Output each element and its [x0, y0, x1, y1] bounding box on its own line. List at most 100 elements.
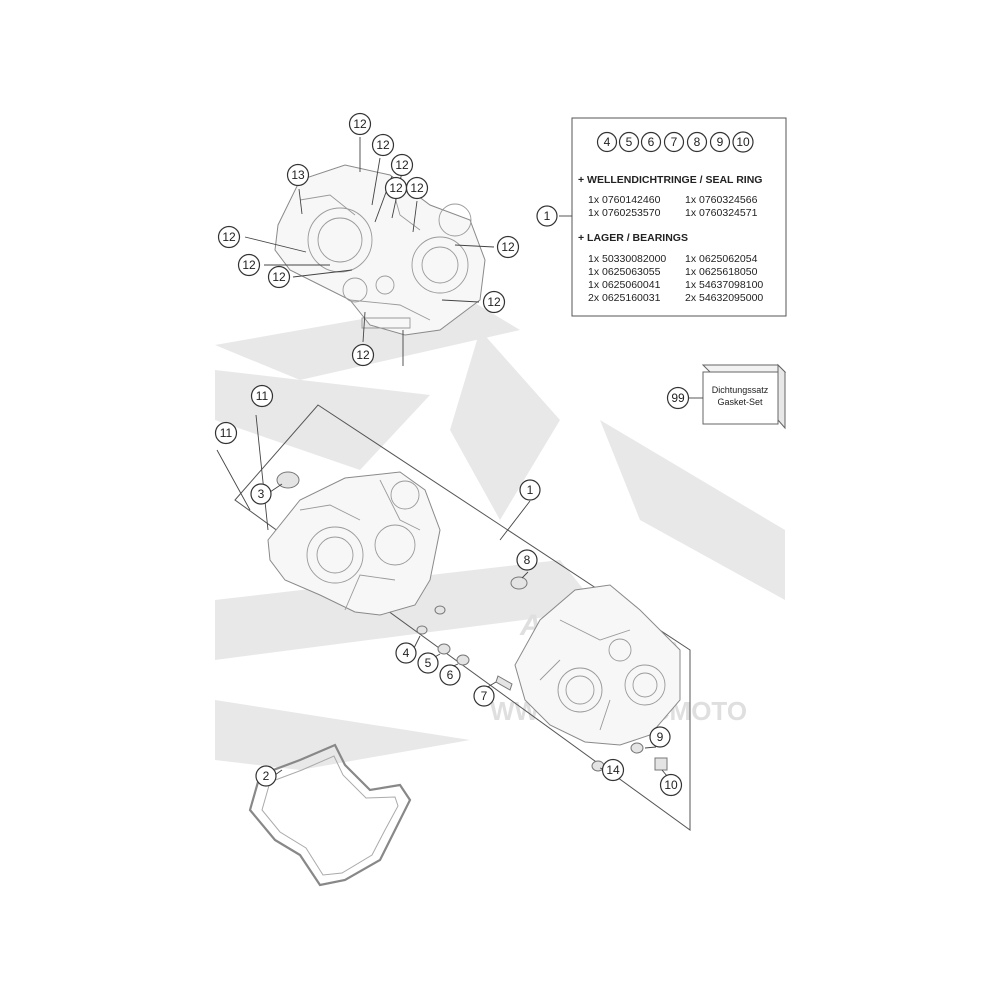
kit-callout-6: 6 — [640, 131, 662, 153]
callout-label: 11 — [256, 389, 269, 403]
callout-label: 12 — [272, 270, 286, 284]
dowel-11b — [216, 449, 251, 511]
callout-circle — [516, 549, 538, 571]
callout-c4: 4 — [395, 642, 417, 664]
seal-ring-3 — [276, 471, 300, 489]
svg-text:4: 4 — [604, 135, 611, 149]
callout-circle — [390, 153, 414, 177]
callout-circle — [351, 343, 375, 367]
callout-circle — [286, 163, 310, 187]
callout-label: 2 — [263, 769, 270, 783]
callout-label: 12 — [222, 230, 236, 244]
callout-c12i: 12 — [267, 265, 291, 289]
callout-c99: 99 — [666, 386, 690, 410]
callout-circle — [237, 253, 261, 277]
callout-c12f: 12 — [217, 225, 241, 249]
callout-circle — [371, 133, 395, 157]
svg-text:5: 5 — [626, 135, 633, 149]
seal-row-2-left: 1x 0760253570 — [588, 207, 661, 219]
svg-text:6: 6 — [648, 135, 655, 149]
callout-c12e: 12 — [405, 176, 429, 200]
watermark-swoosh-bottom — [215, 560, 600, 660]
callout-c2: 2 — [255, 765, 277, 787]
bearing-row-2-left: 1x 0625063055 — [588, 266, 661, 278]
callout-circle — [250, 483, 272, 505]
dowel-11a — [255, 414, 269, 531]
callout-c9: 9 — [649, 726, 671, 748]
callout-circle — [405, 176, 429, 200]
callout-label: 14 — [606, 763, 620, 777]
callout-c8: 8 — [516, 549, 538, 571]
callout-circle — [473, 685, 495, 707]
callout-circle — [536, 205, 558, 227]
callout-circle — [250, 384, 274, 408]
crankcase-assembled — [274, 164, 486, 336]
callout-c13: 13 — [286, 163, 310, 187]
callout-circle — [348, 112, 372, 136]
callout-circle — [267, 265, 291, 289]
callout-circle — [482, 290, 506, 314]
kit-callout-7: 7 — [663, 131, 685, 153]
seal-6 — [456, 654, 470, 666]
bearing-row-3-left: 1x 0625060041 — [588, 279, 661, 291]
callout-c5: 5 — [417, 652, 439, 674]
seal-9 — [630, 742, 644, 754]
kit-callout-9: 9 — [709, 131, 731, 153]
callout-label: 99 — [671, 391, 685, 405]
bearing-row-2-right: 1x 0625618050 — [685, 266, 758, 278]
callout-circle — [519, 479, 541, 501]
watermark-swoosh-low — [215, 700, 470, 770]
pin-7 — [495, 675, 513, 691]
seal-heading: + WELLENDICHTRINGE / SEAL RING — [578, 174, 762, 186]
bearing-row-1-right: 1x 0625062054 — [685, 253, 758, 265]
callout-label: 1 — [544, 209, 551, 223]
callout-label: 8 — [524, 553, 531, 567]
callout-c1top: 1 — [536, 205, 558, 227]
bolt-head — [434, 605, 446, 615]
callout-circle — [255, 765, 277, 787]
gasket-set-box: Dichtungssatz Gasket-Set — [689, 363, 787, 430]
callout-c3: 3 — [250, 483, 272, 505]
seal-row-1-right: 1x 0760324566 — [685, 194, 758, 206]
callout-label: 10 — [664, 778, 678, 792]
svg-text:7: 7 — [671, 135, 678, 149]
bearing-row-4-left: 2x 0625160031 — [588, 292, 661, 304]
callout-c6: 6 — [439, 664, 461, 686]
callout-c12d: 12 — [384, 176, 408, 200]
callout-c12b: 12 — [371, 133, 395, 157]
exploded-frame — [234, 404, 691, 831]
kit-callout-10: 10 — [732, 131, 754, 153]
callout-label: 3 — [258, 487, 265, 501]
callout-c12j: 12 — [482, 290, 506, 314]
callout-circle — [649, 726, 671, 748]
callout-label: 1 — [527, 483, 534, 497]
callout-c1mid: 1 — [519, 479, 541, 501]
callout-circle — [217, 225, 241, 249]
callout-c12a: 12 — [348, 112, 372, 136]
watermark-wing-left — [215, 370, 430, 470]
watermark-wing-right — [600, 420, 785, 600]
svg-text:10: 10 — [736, 135, 750, 149]
watermark-wing-center — [450, 330, 560, 520]
callout-label: 12 — [410, 181, 424, 195]
callout-c12c: 12 — [390, 153, 414, 177]
gasket-set-label-de: Dichtungssatz — [712, 385, 769, 395]
callout-circle — [496, 235, 520, 259]
kit-callout-4: 4 — [596, 131, 618, 153]
crankcase-half-left — [267, 471, 441, 616]
callout-circle — [601, 758, 625, 782]
callout-circle — [214, 421, 238, 445]
callout-label: 12 — [389, 181, 403, 195]
seal-row-2-right: 1x 0760324571 — [685, 207, 758, 219]
svg-text:8: 8 — [694, 135, 701, 149]
bearing-row-1-left: 1x 50330082000 — [588, 253, 666, 265]
bearing-row-3-right: 1x 54637098100 — [685, 279, 763, 291]
kit-callout-8: 8 — [686, 131, 708, 153]
callout-label: 13 — [291, 168, 305, 182]
callout-c12k: 12 — [351, 343, 375, 367]
callout-label: 11 — [220, 426, 233, 440]
callout-circle — [439, 664, 461, 686]
kit-box: + WELLENDICHTRINGE / SEAL RING 1x 076014… — [559, 117, 787, 317]
